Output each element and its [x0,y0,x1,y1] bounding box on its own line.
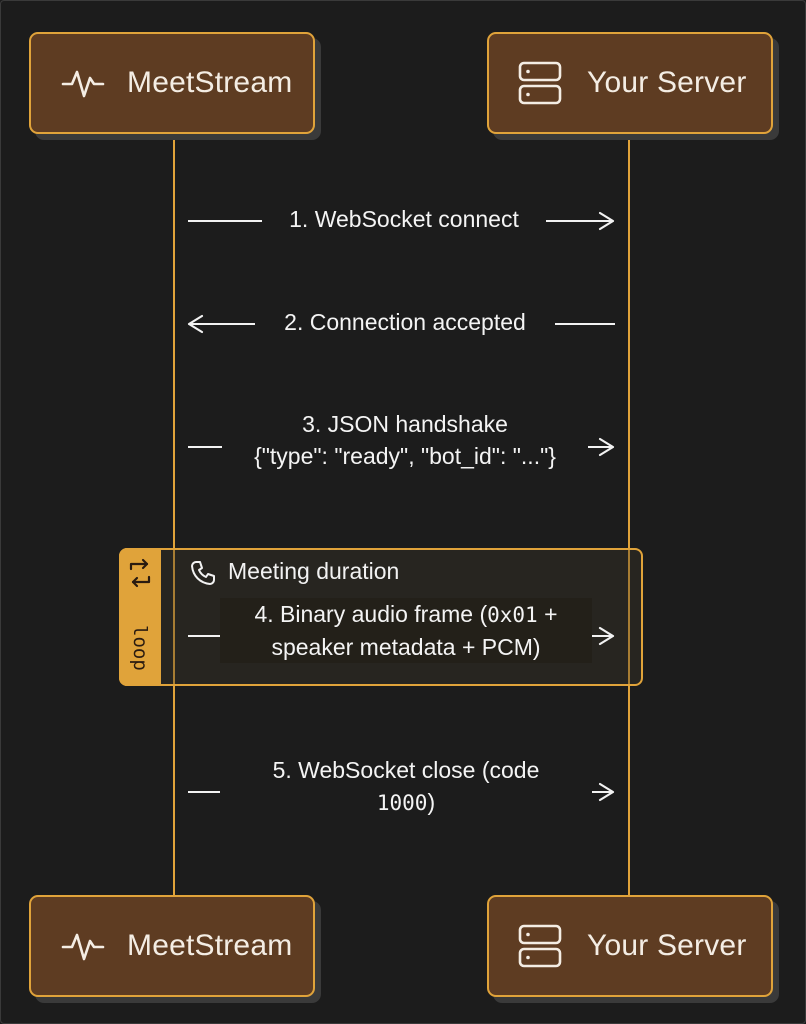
server-icon [517,923,563,969]
lifeline-meetstream [173,138,175,895]
message-5-label: 5. WebSocket close (code 1000) [220,754,592,819]
message-4-text-b: + [537,601,558,627]
arrow-right-icon [598,626,615,646]
actor-label: MeetStream [127,66,293,99]
actor-label: Your Server [587,929,747,962]
activity-pulse-icon [61,66,105,100]
loop-tab [119,548,161,686]
message-2-label: 2. Connection accepted [255,306,555,338]
message-5-line1: 5. WebSocket close (code [272,757,540,783]
actor-meetstream-bottom: MeetStream [29,895,315,997]
message-4-line1: 4. Binary audio frame (0x01 + [224,598,588,631]
message-1-label: 1. WebSocket connect [262,203,546,235]
actor-your-server-top: Your Server [487,32,773,134]
message-3-line1: 3. JSON handshake [302,411,508,437]
message-4-label: 4. Binary audio frame (0x01 + speaker me… [220,598,592,663]
arrow-right-icon [598,437,615,457]
message-4-text-a: 4. Binary audio frame ( [254,601,488,627]
arrow-right-icon [598,782,615,802]
activity-pulse-icon [61,929,105,963]
actor-label: Your Server [587,66,747,99]
phone-icon [191,561,215,585]
message-5-code: 1000 [376,791,428,815]
repeat-icon [129,558,151,588]
message-3-label: 3. JSON handshake {"type": "ready", "bot… [222,408,588,472]
server-icon [517,60,563,106]
message-5-text-b: ) [427,789,436,815]
actor-meetstream-top: MeetStream [29,32,315,134]
message-4-code: 0x01 [487,603,538,627]
actor-your-server-bottom: Your Server [487,895,773,997]
arrow-right-icon [598,211,615,231]
message-3-line2: {"type": "ready", "bot_id": "..."} [254,443,556,469]
loop-title: Meeting duration [228,558,400,584]
actor-label: MeetStream [127,929,293,962]
message-4-line2: speaker metadata + PCM) [271,634,541,660]
message-5-line2: 1000) [224,786,588,819]
arrow-left-icon [187,314,204,334]
loop-tag: loop [129,625,151,671]
lifeline-your-server [628,138,630,895]
